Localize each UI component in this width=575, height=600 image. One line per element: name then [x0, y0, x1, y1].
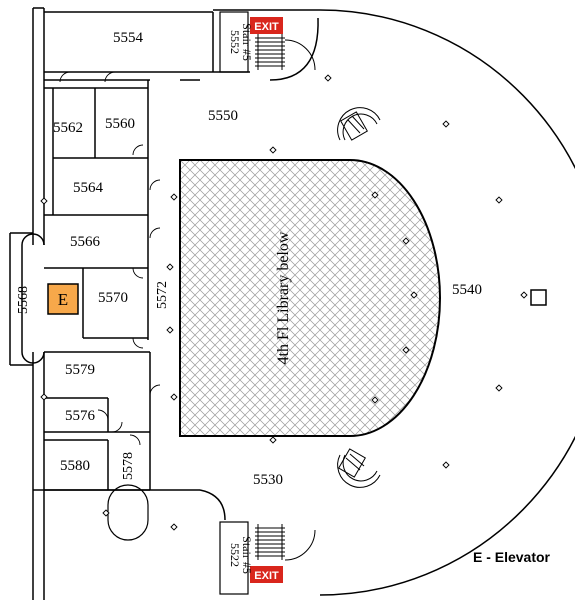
quarter-arc-icon	[59, 71, 161, 446]
stair-bottom-number: 5522	[228, 543, 242, 567]
exit-top-sign	[250, 17, 283, 34]
room-5560[interactable]: 5560	[105, 116, 135, 132]
west-rooms	[33, 80, 226, 521]
exit-bottom-sign	[250, 566, 283, 583]
room-5530[interactable]: 5530	[253, 472, 283, 488]
elevator-icon[interactable]	[47, 283, 79, 315]
room-5579[interactable]: 5579	[65, 362, 95, 378]
outer-arc-wall	[269, 9, 575, 596]
elevator-symbol: E	[58, 290, 68, 309]
room-5580[interactable]: 5580	[60, 458, 90, 474]
diamond-icon	[40, 74, 528, 531]
exit-top-label: EXIT	[254, 21, 279, 33]
legend-elevator: E - Elevator	[473, 549, 551, 565]
north-walls	[44, 9, 320, 81]
room-5550[interactable]: 5550	[208, 108, 238, 124]
room-5570[interactable]: 5570	[98, 290, 128, 306]
room-5564[interactable]: 5564	[73, 180, 104, 196]
room-5568[interactable]: 5568	[16, 286, 31, 314]
stair-towers	[219, 11, 249, 595]
stair-top-number: 5552	[228, 30, 242, 54]
room-5578[interactable]: 5578	[121, 452, 136, 480]
room-5540[interactable]: 5540	[452, 282, 482, 298]
room-5576[interactable]: 5576	[65, 408, 96, 424]
stairs-icon	[255, 34, 316, 561]
stair-bottom-name: Stair #5	[240, 536, 254, 574]
room-5572[interactable]: 5572	[155, 281, 170, 309]
library-label: 4th Fl Library below	[275, 231, 292, 364]
library-void	[179, 159, 441, 437]
column-round	[107, 484, 149, 541]
outer-west-wall	[9, 7, 45, 600]
room-5554[interactable]: 5554	[113, 30, 144, 46]
room-5566[interactable]: 5566	[70, 234, 101, 250]
escalator-icon	[337, 107, 381, 488]
stair-top-name: Stair #5	[240, 23, 254, 61]
map-square-marker	[530, 289, 547, 306]
exit-bottom-label: EXIT	[254, 570, 279, 582]
room-5562[interactable]: 5562	[53, 120, 83, 136]
